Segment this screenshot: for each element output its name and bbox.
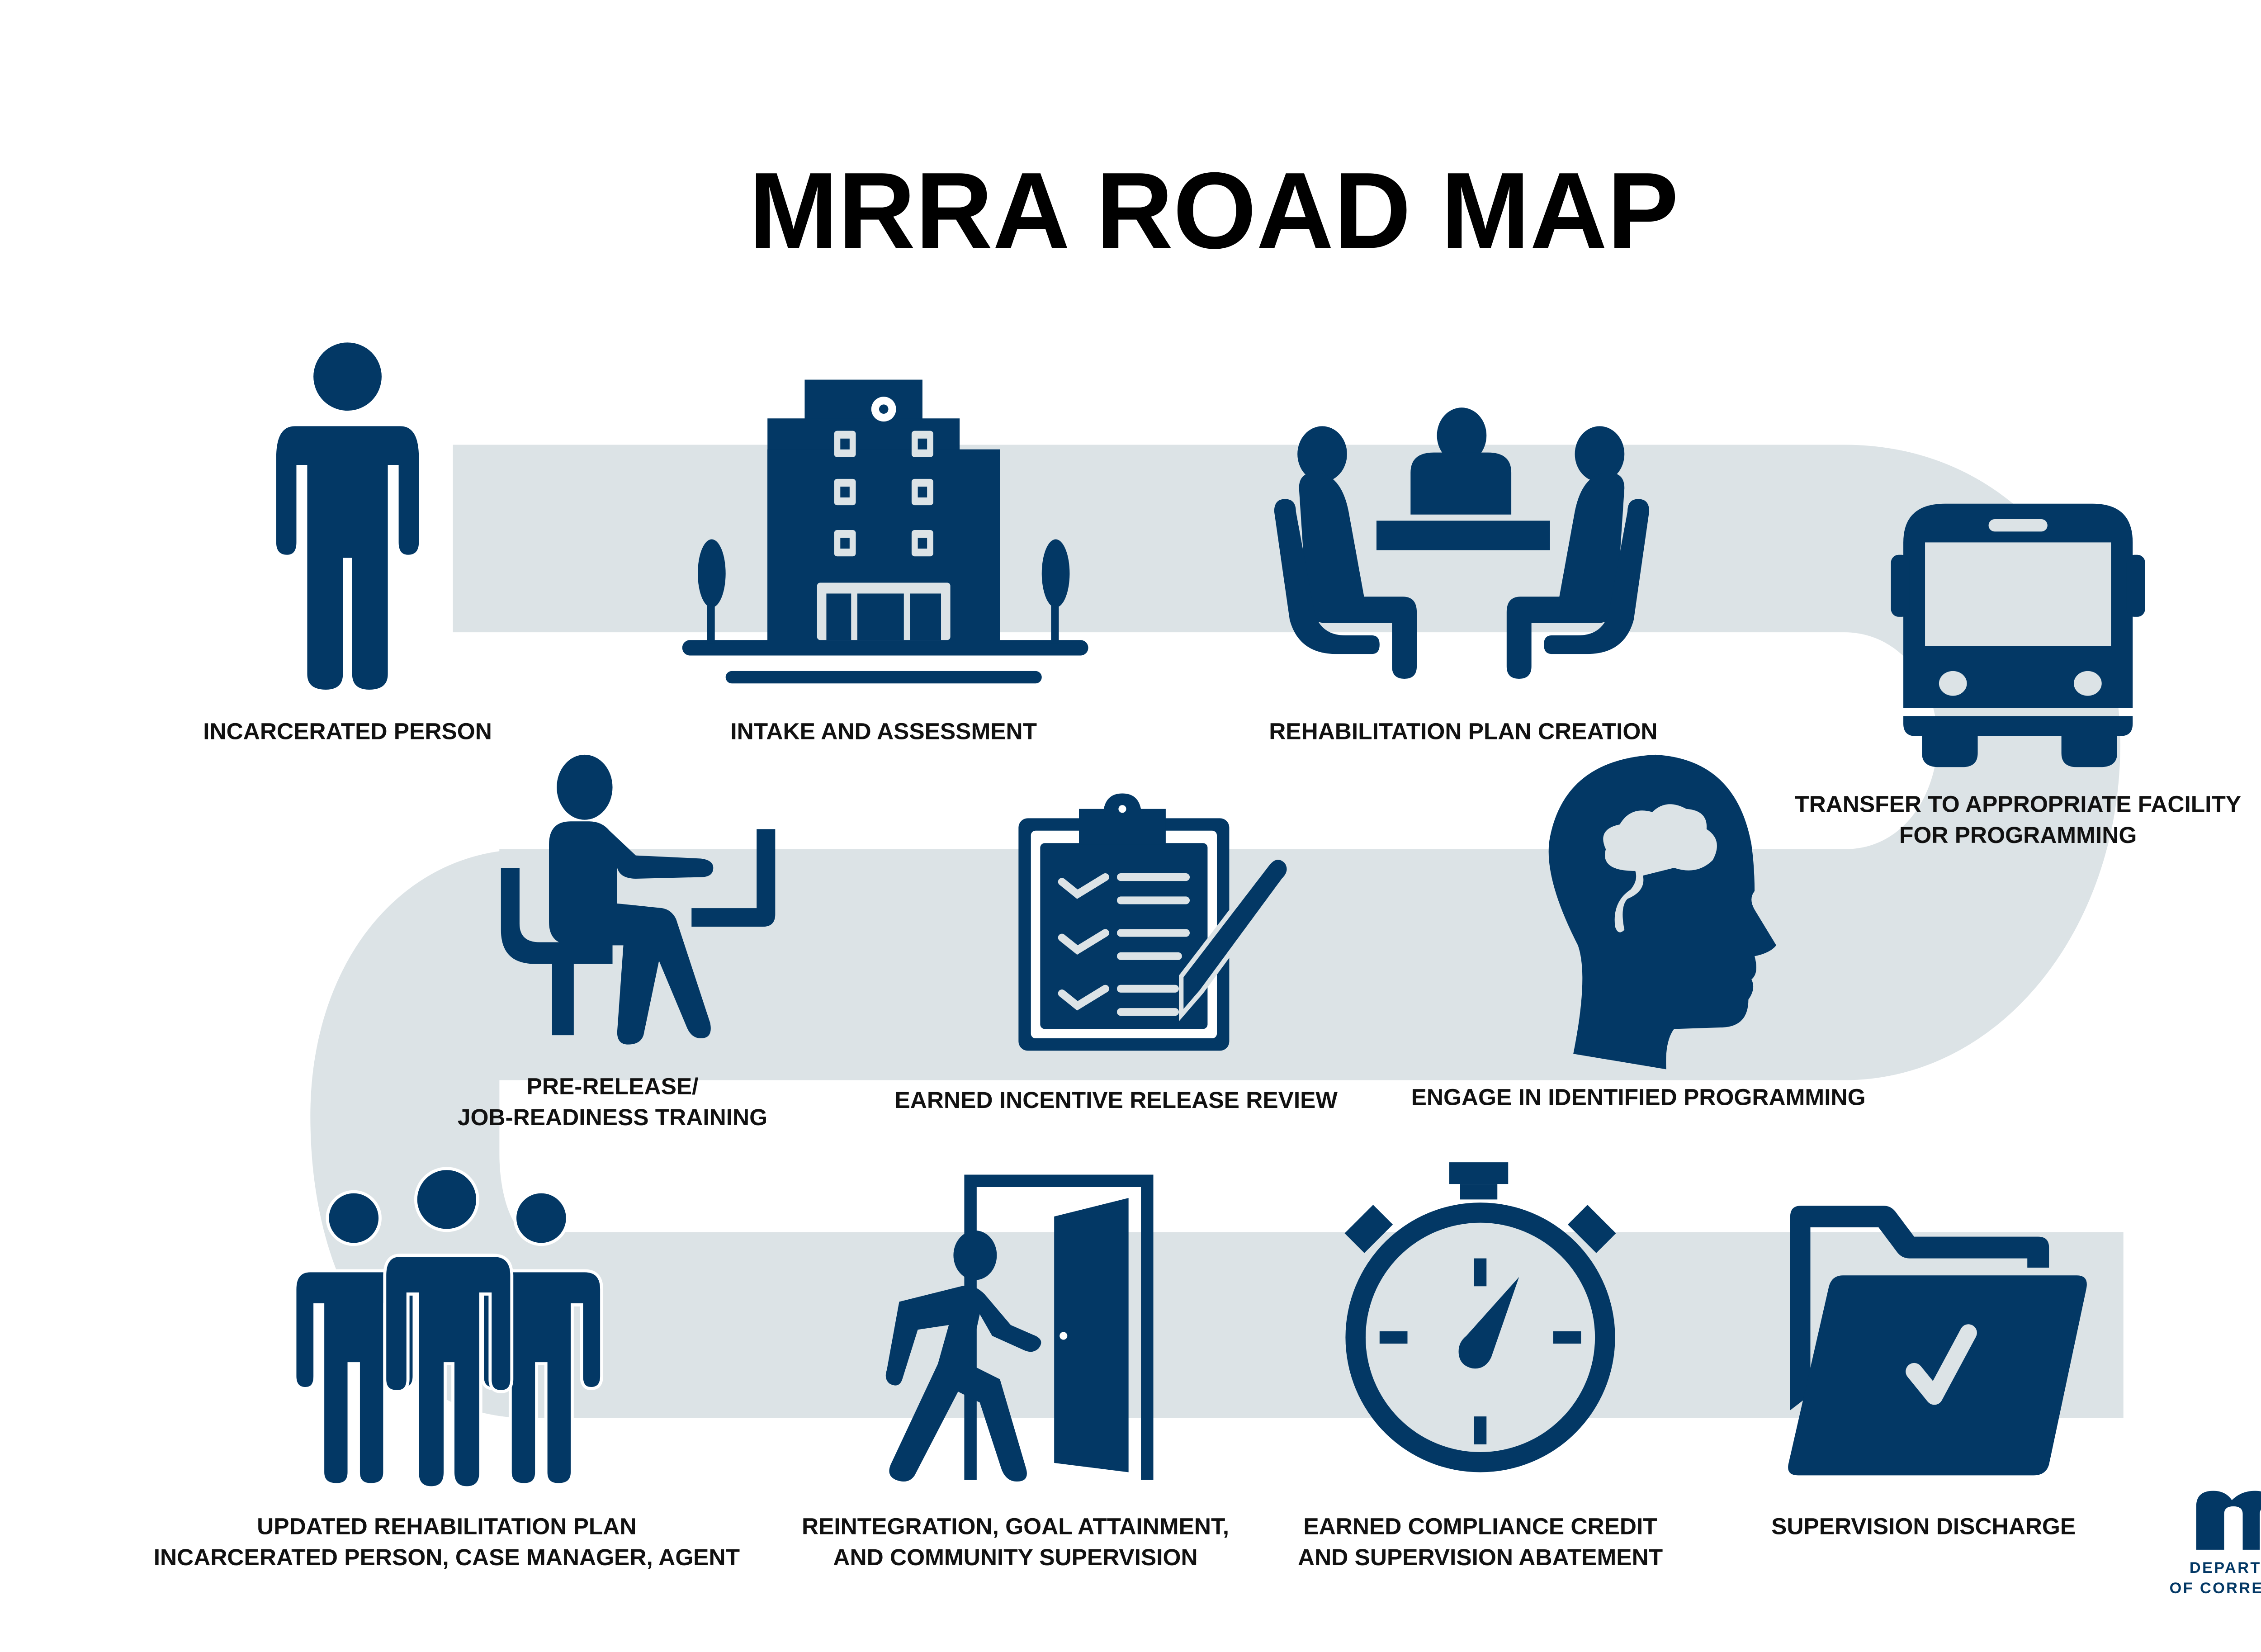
- stopwatch-icon: [1344, 1162, 1616, 1472]
- step-label-earned-compliance-line1: EARNED COMPLIANCE CREDIT: [1303, 1513, 1657, 1539]
- step-label-rehabilitation-plan-creation: REHABILITATION PLAN CREATION: [1269, 718, 1657, 744]
- meeting-table-icon: [1274, 407, 1650, 679]
- step-label-engage-programming: ENGAGE IN IDENTIFIED PROGRAMMING: [1411, 1084, 1866, 1110]
- step-label-earned-incentive-release-review: EARNED INCENTIVE RELEASE REVIEW: [895, 1087, 1338, 1113]
- step-label-reintegration-line2: AND COMMUNITY SUPERVISION: [833, 1544, 1197, 1570]
- step-label-intake-assessment: INTAKE AND ASSESSMENT: [730, 718, 1037, 744]
- group-of-people-icon: [293, 1167, 603, 1490]
- step-label-supervision-discharge: SUPERVISION DISCHARGE: [1771, 1513, 2076, 1539]
- clipboard-checklist-icon: [1018, 793, 1291, 1051]
- head-thought-icon: [1548, 754, 1777, 1070]
- folder-check-icon: [1788, 1206, 2087, 1476]
- page-title: MRRA ROAD MAP: [749, 150, 1679, 271]
- logo-line1: DEPARTMENT: [2190, 1559, 2261, 1576]
- step-label-reintegration-line1: REINTEGRATION, GOAL ATTAINMENT,: [802, 1513, 1229, 1539]
- step-label-transfer-line2: FOR PROGRAMMING: [1899, 822, 2137, 848]
- person-at-desk-icon: [501, 754, 776, 1045]
- person-exiting-door-icon: [885, 1174, 1154, 1482]
- step-label-incarcerated-person: INCARCERATED PERSON: [203, 718, 492, 744]
- step-label-transfer-line1: TRANSFER TO APPROPRIATE FACILITY: [1795, 791, 2241, 817]
- step-label-updated-plan-line1: UPDATED REHABILITATION PLAN: [257, 1513, 636, 1539]
- logo-line2: OF CORRECTIONS: [2170, 1580, 2261, 1597]
- bus-details: [1925, 519, 2111, 696]
- building-windows: [817, 397, 951, 640]
- mn-doc-logo: DEPARTMENT OF CORRECTIONS: [2170, 1491, 2261, 1597]
- step-label-updated-plan-line2: INCARCERATED PERSON, CASE MANAGER, AGENT: [154, 1544, 740, 1570]
- step-label-pre-release-line2: JOB-READINESS TRAINING: [458, 1104, 767, 1130]
- person-icon: [276, 342, 419, 690]
- step-label-earned-compliance-line2: AND SUPERVISION ABATEMENT: [1298, 1544, 1663, 1570]
- step-label-pre-release-line1: PRE-RELEASE/: [527, 1073, 699, 1099]
